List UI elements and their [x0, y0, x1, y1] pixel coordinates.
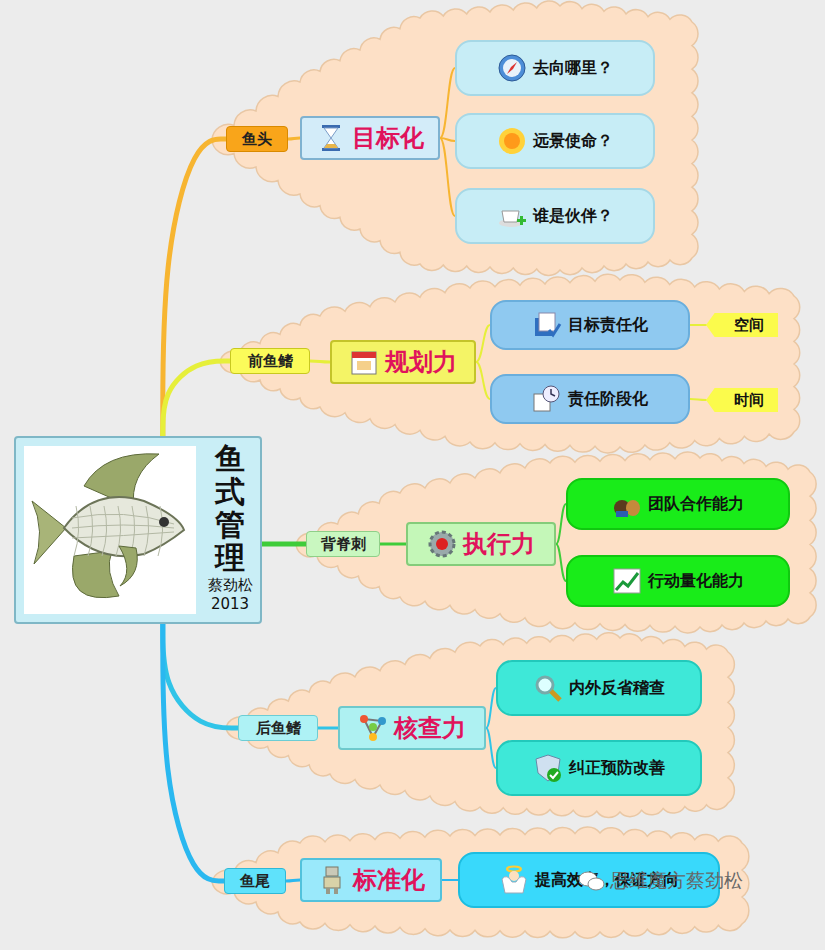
node-label: 标准化	[353, 864, 425, 896]
node-label: 谁是伙伴？	[533, 206, 613, 227]
topic-box: 核查力	[338, 706, 486, 750]
cup-icon	[497, 201, 527, 231]
boundary-cloud	[226, 633, 734, 818]
node-label: 纠正预防改善	[569, 758, 665, 779]
sun-icon	[497, 126, 527, 156]
branch-connector	[163, 624, 238, 728]
calendar-icon	[349, 347, 379, 377]
node-label: 行动量化能力	[648, 571, 744, 592]
branch-connector	[163, 361, 230, 436]
boundary-cloud	[212, 1, 698, 275]
leaf-box: 谁是伙伴？	[455, 188, 655, 244]
node-label: 目标责任化	[568, 315, 648, 336]
branch-connector	[476, 362, 490, 399]
branch-tag: 前鱼鳍	[230, 348, 310, 374]
chart-icon	[612, 566, 642, 596]
wechat-icon	[578, 870, 606, 892]
node-label: 去向哪里？	[533, 58, 613, 79]
branch-connector	[288, 138, 300, 139]
angel-icon	[499, 865, 529, 895]
node-label: 核查力	[394, 712, 466, 744]
watermark: 思维魔方蔡劲松	[578, 868, 743, 894]
branch-connector	[442, 879, 458, 881]
branch-connector	[556, 544, 566, 581]
watermark-text: 思维魔方蔡劲松	[610, 868, 743, 894]
branch-tag: 后鱼鳍	[238, 715, 318, 741]
robot-icon	[317, 865, 347, 895]
shield-icon	[533, 753, 563, 783]
node-label: 前鱼鳍	[248, 352, 293, 371]
boundary-cloud	[296, 452, 816, 633]
leaf-box: 纠正预防改善	[496, 740, 702, 796]
node-label: 目标化	[352, 122, 424, 154]
branch-connector	[476, 325, 490, 362]
gear-icon	[427, 529, 457, 559]
hourglass-icon	[316, 123, 346, 153]
boundary-cloud	[212, 827, 749, 938]
clock-icon	[532, 384, 562, 414]
compass-icon	[497, 53, 527, 83]
topic-box: 执行力	[406, 522, 556, 566]
topic-box: 规划力	[330, 340, 476, 384]
node-label: 远景使命？	[533, 131, 613, 152]
leaf-box: 责任阶段化	[490, 374, 690, 424]
branch-connector	[286, 880, 300, 881]
central-title: 鱼式管理	[215, 442, 245, 574]
branch-connector	[262, 542, 306, 547]
node-label: 规划力	[385, 346, 457, 378]
branch-tag: 鱼尾	[224, 868, 286, 894]
branch-connector	[163, 624, 224, 881]
leaf-box: 去向哪里？	[455, 40, 655, 96]
node-label: 鱼头	[242, 130, 272, 149]
branch-connector	[486, 688, 496, 728]
branch-connector	[318, 727, 338, 730]
node-label: 时间	[734, 391, 764, 410]
note-flag: 空间	[706, 313, 778, 337]
branch-tag: 背脊刺	[306, 531, 380, 557]
leaf-box: 行动量化能力	[566, 555, 790, 607]
leaf-box: 远景使命？	[455, 113, 655, 169]
branch-connector	[310, 361, 330, 362]
title-column: 鱼式管理蔡劲松 2013	[200, 442, 260, 613]
branch-connector	[163, 139, 226, 436]
node-label: 责任阶段化	[568, 389, 648, 410]
branch-connector	[690, 399, 706, 400]
molecule-icon	[358, 713, 388, 743]
leaf-box: 团队合作能力	[566, 478, 790, 530]
fish-drawing	[32, 454, 184, 598]
topic-box: 目标化	[300, 116, 440, 160]
branch-connector	[486, 728, 496, 768]
node-label: 内外反省稽查	[569, 678, 665, 699]
central-topic: 鱼式管理蔡劲松 2013	[14, 436, 262, 624]
branch-tag: 鱼头	[226, 126, 288, 152]
node-label: 团队合作能力	[648, 494, 744, 515]
node-label: 后鱼鳍	[256, 719, 301, 738]
leaf-box: 内外反省稽查	[496, 660, 702, 716]
node-label: 背脊刺	[321, 535, 366, 554]
note-flag: 时间	[706, 388, 778, 412]
leaf-box: 目标责任化	[490, 300, 690, 350]
node-label: 鱼尾	[240, 872, 270, 891]
docs-icon	[532, 310, 562, 340]
fish-illustration	[24, 446, 196, 614]
node-label: 空间	[734, 316, 764, 335]
branch-connector	[380, 543, 406, 546]
topic-box: 标准化	[300, 858, 442, 902]
branch-connector	[440, 68, 455, 138]
branch-connector	[440, 138, 455, 216]
boundary-cloud	[220, 274, 800, 453]
magnifier-icon	[533, 673, 563, 703]
author-year: 蔡劲松 2013	[200, 576, 260, 613]
branch-connector	[556, 504, 566, 544]
dogs-icon	[612, 489, 642, 519]
branch-connector	[690, 324, 706, 326]
node-label: 执行力	[463, 528, 535, 560]
